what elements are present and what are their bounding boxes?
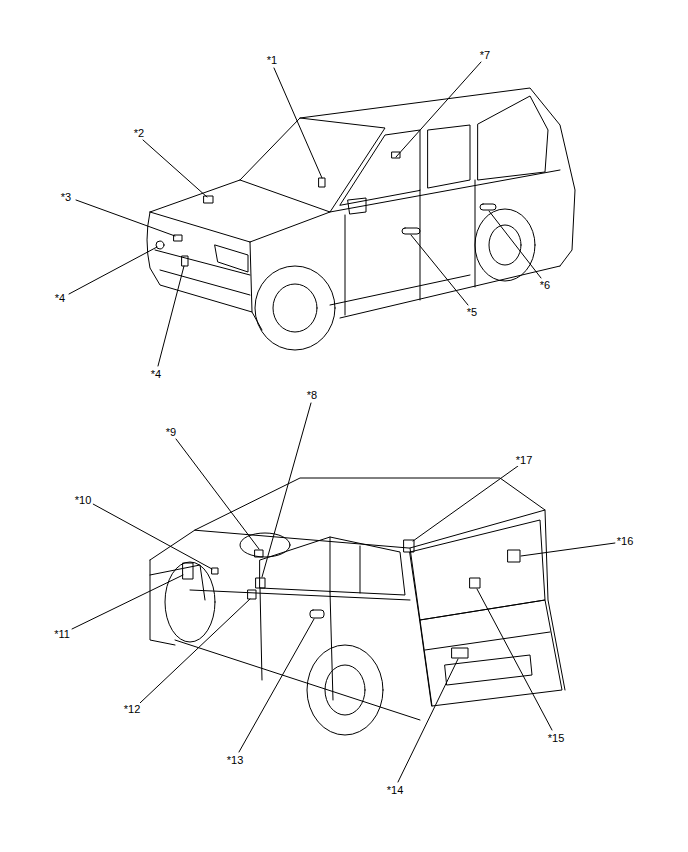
callout-number: *8 <box>306 389 318 401</box>
callout-number: *6 <box>539 279 551 291</box>
callout-number: *15 <box>547 732 566 744</box>
part <box>212 568 218 574</box>
part <box>256 578 265 588</box>
car-door-line <box>345 180 475 315</box>
callout-number: *5 <box>466 306 478 318</box>
callout-number: *4 <box>54 292 66 304</box>
callout-number: *3 <box>60 191 72 203</box>
callout-number: *16 <box>616 535 635 547</box>
callout-number: *13 <box>226 754 245 766</box>
car-window <box>260 537 405 595</box>
part <box>183 563 193 579</box>
car-side <box>252 170 560 330</box>
car-mirror <box>348 198 366 214</box>
car-door-line <box>260 588 333 700</box>
part <box>310 610 324 618</box>
callout-number: *9 <box>165 426 177 438</box>
callout-number: *11 <box>53 628 71 640</box>
callout-number: *4 <box>150 368 162 380</box>
car-roof <box>195 478 545 548</box>
car-hood <box>150 180 330 242</box>
car-wheel <box>255 266 335 350</box>
part <box>404 540 414 552</box>
part <box>452 648 468 658</box>
leader-line <box>69 62 541 366</box>
callout-number: *12 <box>123 703 142 715</box>
car-front <box>147 212 252 312</box>
part <box>402 228 420 234</box>
car-wheel <box>165 562 215 642</box>
car-headlight <box>215 245 248 272</box>
car-roof <box>240 88 575 266</box>
callout-number: *2 <box>133 127 145 139</box>
callout-number: *1 <box>266 54 278 66</box>
callout-number: *17 <box>515 454 534 466</box>
car-wheel <box>475 209 535 281</box>
car-window <box>340 96 548 205</box>
part <box>204 196 213 203</box>
part <box>508 550 520 562</box>
car-rear-window <box>410 520 545 620</box>
part <box>156 241 164 249</box>
part <box>470 578 480 588</box>
part <box>248 590 256 599</box>
callout-number: *14 <box>386 784 405 796</box>
part <box>319 178 325 187</box>
car-wheel <box>273 284 317 332</box>
leader-line <box>72 403 615 782</box>
part <box>182 256 188 266</box>
car-wheel <box>307 645 383 735</box>
car-wheel <box>325 665 365 715</box>
steering-wheel <box>240 533 290 557</box>
part <box>255 550 263 557</box>
callout-number: *10 <box>74 494 93 506</box>
part <box>480 204 496 210</box>
callout-number: *7 <box>479 49 491 61</box>
